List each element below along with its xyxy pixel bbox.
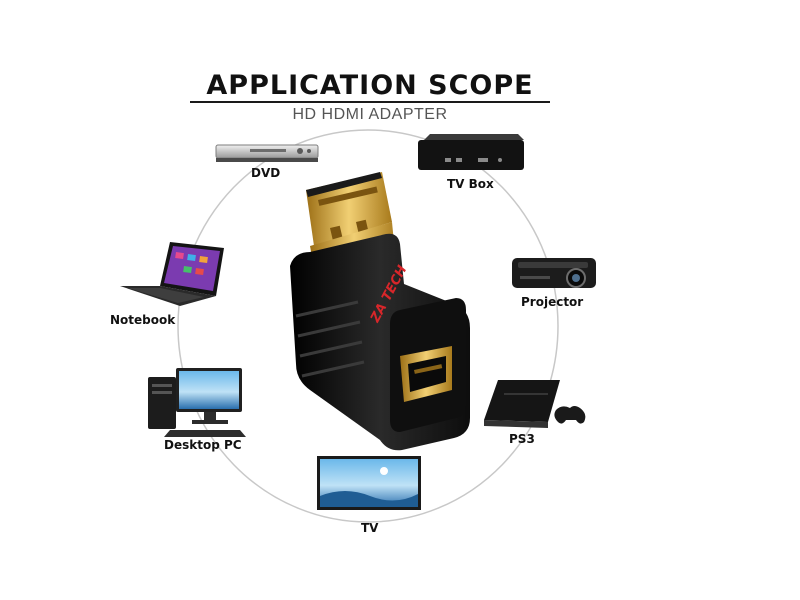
connection-ring xyxy=(177,129,559,523)
device-label-projector: Projector xyxy=(521,295,584,309)
game-console-icon xyxy=(484,380,586,428)
title-divider xyxy=(190,101,550,103)
laptop-icon xyxy=(120,242,224,306)
device-label-tv: TV xyxy=(361,521,379,535)
device-label-tv-box: TV Box xyxy=(447,177,494,191)
dvd-player-icon xyxy=(215,144,319,162)
page-title: APPLICATION SCOPE xyxy=(206,70,534,101)
device-label-notebook: Notebook xyxy=(110,313,176,327)
desktop-pc-icon xyxy=(148,368,246,437)
television-icon xyxy=(317,456,421,510)
device-label-ps3: PS3 xyxy=(509,432,535,446)
device-label-desktop-pc: Desktop PC xyxy=(164,438,242,452)
projector-icon xyxy=(512,258,596,288)
tv-box-icon xyxy=(418,134,524,170)
device-label-dvd: DVD xyxy=(251,166,281,180)
hdmi-adapter-product xyxy=(290,172,470,451)
page-subtitle: HD HDMI ADAPTER xyxy=(292,106,448,123)
